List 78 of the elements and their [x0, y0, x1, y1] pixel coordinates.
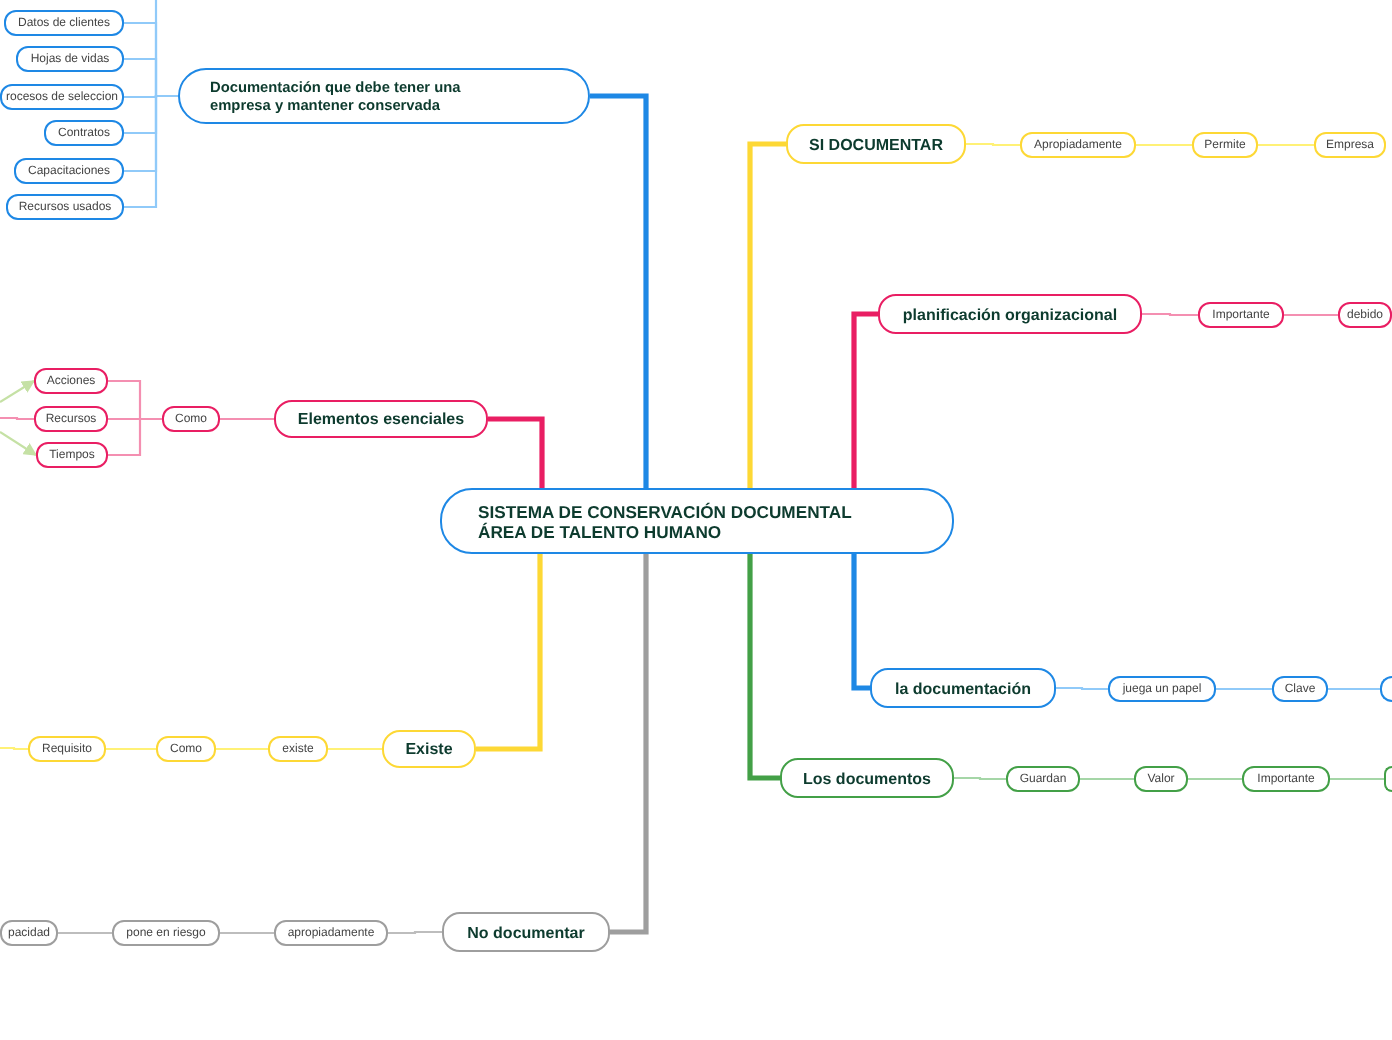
node-label: planificación organizacional [902, 305, 1118, 323]
node-label: No documentar [467, 923, 585, 941]
connector [0, 416, 34, 421]
connector [216, 747, 268, 751]
connector [1330, 777, 1384, 781]
subtopic-box [1006, 766, 1080, 792]
subtopic-box [16, 46, 124, 72]
subtopic-box [156, 736, 216, 762]
subtopic-box [1134, 766, 1188, 792]
subtopic-box [1108, 676, 1216, 702]
node-label: SI DOCUMENTAR [809, 135, 943, 153]
connector [154, 0, 178, 98]
subtopic-box [0, 920, 58, 946]
connector [1258, 143, 1314, 147]
node-label: la documentación [894, 679, 1031, 697]
connector [0, 431, 38, 456]
connector [590, 93, 649, 488]
subtopic-box [1198, 302, 1284, 328]
node-label: SISTEMA DE CONSERVACIÓN DOCUMENTAL ÁREA DE TALENTO HUMANO [478, 501, 854, 541]
connector [1188, 777, 1242, 781]
topic-box [274, 400, 488, 438]
node-label: Los documentos [802, 769, 931, 787]
subtopic-box [34, 406, 108, 432]
connector [610, 554, 649, 935]
subtopic-box [1338, 302, 1392, 328]
topic-box [780, 758, 954, 798]
subtopic-box [268, 736, 328, 762]
node-label: Elementos esenciales [297, 410, 465, 428]
subtopic-box [44, 120, 124, 146]
topic-box [870, 668, 1056, 708]
subtopic-box [112, 920, 220, 946]
connector [1142, 312, 1198, 317]
topic-box [382, 730, 476, 768]
connector [851, 554, 870, 691]
connector [747, 141, 786, 488]
subtopic-box [1384, 766, 1392, 792]
subtopic-box [1380, 676, 1392, 702]
connector [1056, 686, 1108, 691]
connector [1136, 143, 1192, 147]
connector [1328, 687, 1380, 691]
subtopic-box [274, 920, 388, 946]
subtopic-box [162, 406, 220, 432]
connector [220, 417, 274, 421]
connector [388, 930, 442, 935]
connector [851, 311, 878, 488]
subtopic-box [1242, 766, 1330, 792]
central-topic [440, 488, 954, 554]
connector [220, 931, 274, 935]
connector [328, 747, 382, 751]
connector [0, 380, 36, 403]
subtopic-box [0, 84, 124, 110]
subtopic-box [1314, 132, 1386, 158]
connector [1284, 313, 1338, 317]
connector [488, 416, 545, 488]
connector [1080, 777, 1134, 781]
subtopic-box [6, 194, 124, 220]
subtopic-box [14, 158, 124, 184]
topic-box [442, 912, 610, 952]
subtopic-box [1272, 676, 1328, 702]
topic-box [878, 294, 1142, 334]
topic-box [786, 124, 966, 164]
connector [58, 931, 112, 935]
connector [747, 554, 780, 781]
connector [966, 142, 1020, 147]
connector [1216, 687, 1272, 691]
connector [108, 417, 162, 457]
connector [0, 746, 28, 751]
subtopic-box [1020, 132, 1136, 158]
connector [476, 554, 543, 752]
subtopic-box [1192, 132, 1258, 158]
connector [106, 747, 156, 751]
subtopic-box [4, 10, 124, 36]
node-label: Existe [405, 740, 453, 758]
subtopic-box [34, 368, 108, 394]
subtopic-box [28, 736, 106, 762]
topic-box [178, 68, 590, 124]
subtopic-box [36, 442, 108, 468]
connector [954, 776, 1006, 781]
